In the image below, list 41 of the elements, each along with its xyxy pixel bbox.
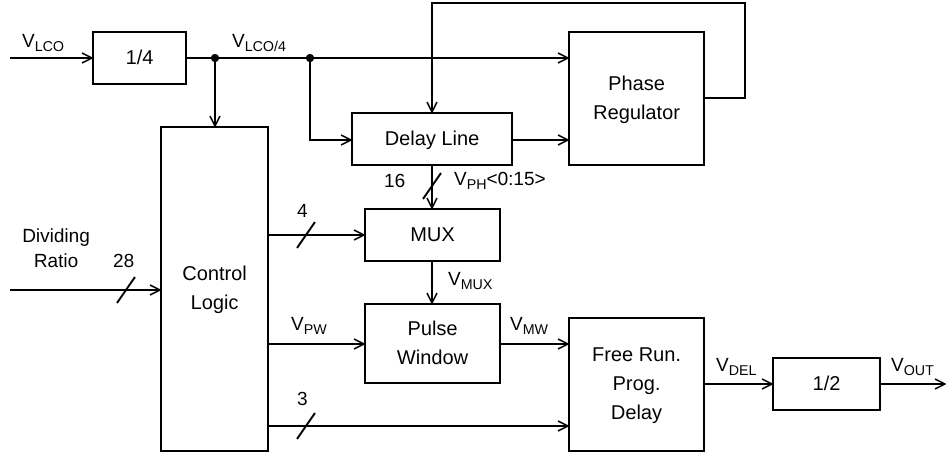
signal-label: V$_{MUX}$ (448, 268, 492, 293)
signal-label: V$_{PH}$<0:15> (454, 168, 546, 193)
arrow (501, 338, 569, 350)
arrow (269, 420, 569, 432)
block-box (351, 112, 513, 166)
block-label: Phase Regulator (592, 72, 681, 126)
block-label: Free Run. Prog. Delay (591, 343, 682, 426)
block-box (568, 31, 705, 166)
signal-label: V$_{OUT}$ (891, 354, 934, 379)
block-label: Control Logic (181, 262, 248, 316)
bus-width-label: 3 (297, 388, 308, 412)
bus-width-label: 28 (113, 250, 134, 274)
block-label: 1/2 (812, 372, 840, 396)
bus-width-label: 4 (297, 200, 308, 224)
signal-label: V$_{LCO/4}$ (232, 30, 286, 55)
arrow (10, 52, 93, 64)
block-box (568, 317, 705, 452)
bus-width-label: 16 (384, 170, 406, 194)
arrow (881, 378, 946, 390)
signal-label: Dividing Ratio (21, 225, 91, 274)
block-box (772, 357, 881, 411)
block-label: Delay Line (384, 126, 480, 152)
arrow (269, 229, 365, 241)
arrow (10, 284, 161, 296)
block-box (92, 31, 187, 85)
arrow (426, 2, 746, 113)
block-label: 1/4 (126, 46, 154, 70)
signal-label: V$_{MW}$ (510, 313, 548, 338)
block-box (364, 303, 501, 384)
signal-label: V$_{PW}$ (291, 313, 327, 338)
arrow (426, 262, 438, 304)
signal-label: V$_{LCO}$ (22, 30, 64, 55)
block-label: Pulse Window (396, 316, 470, 370)
block-box (364, 208, 501, 262)
arrow (705, 378, 773, 390)
arrow (426, 166, 438, 209)
signal-label: V$_{DEL}$ (716, 354, 756, 379)
block-box (160, 126, 269, 452)
arrow (513, 134, 569, 146)
block-label: MUX (410, 222, 455, 248)
arrow (269, 338, 365, 350)
